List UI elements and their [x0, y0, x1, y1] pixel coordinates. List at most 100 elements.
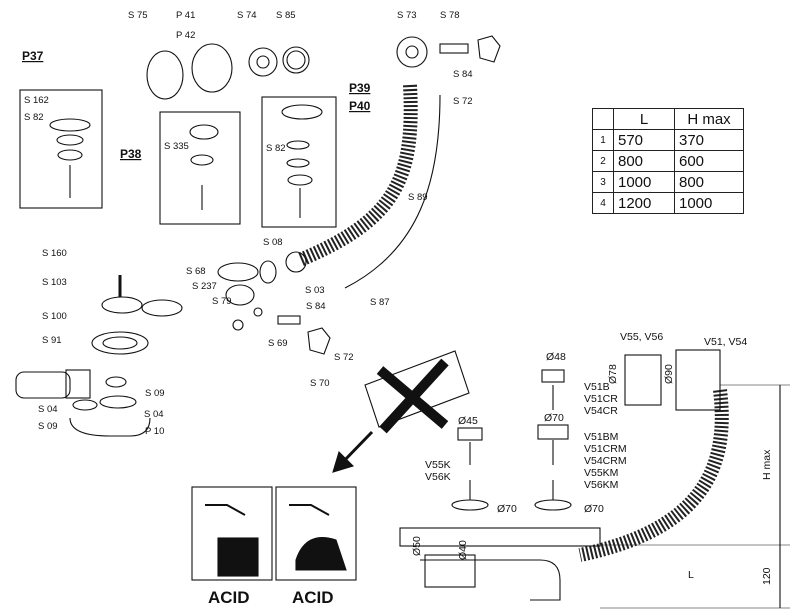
row-hmax: 370: [674, 129, 744, 151]
label-s84-low: S 84: [306, 301, 326, 312]
hose-s89: [297, 84, 418, 267]
overflow-s74: [248, 47, 278, 77]
dim-d45: Ø45: [458, 415, 478, 427]
label-s160: S 160: [42, 248, 67, 259]
washer-s103: [101, 296, 143, 314]
model-v56k: V56K: [425, 471, 451, 483]
label-s85: S 85: [276, 10, 296, 21]
model-v54crm: V54CRM: [584, 455, 627, 467]
plug-d48: [541, 369, 565, 383]
label-s72-low: S 72: [334, 352, 354, 363]
size-table-header-l: L: [613, 108, 675, 130]
clip-s72: [477, 35, 501, 63]
dim-120: 120: [761, 567, 773, 585]
label-s08: S 08: [263, 237, 283, 248]
label-s73: S 73: [397, 10, 417, 21]
row-number: 3: [592, 171, 614, 193]
label-p41: P 41: [176, 10, 195, 21]
dim-d70-top: Ø70: [544, 412, 564, 424]
cable-s87: [344, 94, 441, 289]
model-v55k: V55K: [425, 459, 451, 471]
acid-box-1: [191, 486, 273, 581]
label-s237: S 237: [192, 281, 217, 292]
model-v54cr: V54CR: [584, 405, 618, 417]
dim-hmax: H max: [761, 449, 773, 480]
dim-d50: Ø50: [411, 536, 423, 556]
label-s68: S 68: [186, 266, 206, 277]
nut-s08: [285, 251, 307, 273]
size-table-header: L H max: [592, 108, 744, 130]
label-s75: S 75: [128, 10, 148, 21]
ring-s100: [91, 331, 149, 355]
model-v55km: V55KM: [584, 467, 618, 479]
bottle: [364, 350, 470, 428]
acid-label-1: ACID: [208, 588, 250, 607]
label-s335: S 335: [164, 141, 189, 152]
table-row: 3 1000 800: [592, 171, 744, 193]
acid-label-2: ACID: [292, 588, 334, 607]
size-table-header-hmax: H max: [674, 108, 744, 130]
label-s87: S 87: [370, 297, 390, 308]
label-s103: S 103: [42, 277, 67, 288]
row-hmax: 600: [674, 150, 744, 172]
row-length: 1000: [613, 171, 675, 193]
label-s89: S 89: [408, 192, 428, 203]
label-s09-right: S 09: [145, 388, 165, 399]
label-s09-left: S 09: [38, 421, 58, 432]
waste-trap: [420, 559, 561, 601]
label-s74: S 74: [237, 10, 257, 21]
model-v51-v54: V51, V54: [704, 336, 747, 348]
table-row: 1 570 370: [592, 129, 744, 151]
cap-s75: [146, 50, 184, 100]
row-hmax: 800: [674, 171, 744, 193]
label-s162: S 162: [24, 95, 49, 106]
p38-box: [159, 111, 241, 225]
table-row: 2 800 600: [592, 150, 744, 172]
label-p10: P 10: [145, 426, 164, 437]
p37-box: [19, 89, 103, 209]
label-s82-p37: S 82: [24, 112, 44, 123]
p39-p40-box: [261, 96, 337, 228]
label-p37: P37: [22, 49, 44, 63]
label-s72-top: S 72: [453, 96, 473, 107]
overflow-s73: [396, 36, 428, 68]
model-v51b: V51B: [584, 381, 610, 393]
label-s82-p40: S 82: [266, 143, 286, 154]
part-s70: [277, 315, 301, 325]
bowden-s78: [439, 43, 469, 54]
dim-d70-right: Ø70: [584, 503, 604, 515]
table-row: 4 1200 1000: [592, 192, 744, 214]
row-length: 1200: [613, 192, 675, 214]
dim-d78: Ø78: [607, 364, 619, 384]
label-p39: P39: [349, 81, 371, 95]
model-v55-v56: V55, V56: [620, 331, 663, 343]
dim-d48: Ø48: [546, 351, 566, 363]
row-number: 4: [592, 192, 614, 214]
dim-d90: Ø90: [663, 364, 675, 384]
arrow: [332, 450, 355, 473]
label-p38: P38: [120, 147, 142, 161]
label-s100: S 100: [42, 311, 67, 322]
size-table-index-header: [592, 108, 614, 130]
label-p42: P 42: [176, 30, 195, 41]
model-v51crm: V51CRM: [584, 443, 627, 455]
pipe-s91: [15, 371, 71, 399]
label-s91: S 91: [42, 335, 62, 346]
row-hmax: 1000: [674, 192, 744, 214]
dim-d40: Ø40: [457, 540, 469, 560]
row-number: 1: [592, 129, 614, 151]
label-s03: S 03: [305, 285, 325, 296]
overflow-v55: [624, 354, 662, 406]
size-table: L H max 1 570 370 2 800 600 3 1000 800 4…: [592, 108, 744, 214]
label-s79: S 79: [212, 296, 232, 307]
label-s84-top: S 84: [453, 69, 473, 80]
trap-s68: [217, 262, 259, 282]
hose-assembly: [578, 389, 729, 562]
dim-d70-left: Ø70: [497, 503, 517, 515]
row-number: 2: [592, 150, 614, 172]
model-v51bm: V51BM: [584, 431, 618, 443]
label-s78: S 78: [440, 10, 460, 21]
row-length: 800: [613, 150, 675, 172]
trap-p10: [69, 417, 151, 437]
